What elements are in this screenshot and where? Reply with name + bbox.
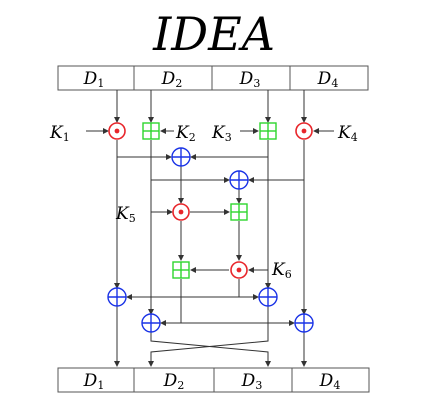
xor-icon	[171, 147, 191, 167]
wires	[86, 90, 334, 367]
output-label-2: D2	[163, 371, 185, 392]
output-label-3: D3	[241, 371, 263, 392]
input-cell-2	[133, 65, 213, 91]
xor-icon	[258, 287, 278, 307]
input-label-1: D1	[83, 69, 105, 90]
add-mod-icon	[172, 261, 190, 279]
multiply-icon	[172, 203, 190, 221]
xor-icon	[229, 170, 249, 190]
wire-swap-a	[150, 332, 271, 367]
output-cell-4	[291, 367, 370, 393]
key-label-k6: K6	[271, 260, 292, 281]
key-labels: K1 K2 K3 K4 K5 K6	[49, 123, 358, 281]
wire-swap-b	[148, 306, 269, 367]
input-label-3: D3	[239, 69, 261, 90]
xor-icon	[294, 313, 314, 333]
multiply-icon	[108, 122, 126, 140]
output-label-4: D4	[319, 371, 341, 392]
input-blocks: D1 D2 D3 D4	[57, 65, 369, 91]
add-mod-icon	[142, 122, 160, 140]
add-mod-icon	[259, 122, 277, 140]
output-blocks: D1 D2 D3 D4	[57, 367, 370, 393]
key-label-k2: K2	[175, 123, 196, 144]
key-label-k4: K4	[337, 123, 358, 144]
input-cell-4	[289, 65, 369, 91]
output-label-1: D1	[83, 371, 105, 392]
input-label-2: D2	[161, 69, 183, 90]
input-cell-3	[211, 65, 291, 91]
add-mod-icon	[230, 203, 248, 221]
multiply-icon	[230, 261, 248, 279]
input-label-4: D4	[317, 69, 339, 90]
key-label-k5: K5	[115, 204, 136, 225]
diagram-title: IDEA	[152, 7, 275, 61]
key-label-k3: K3	[211, 123, 232, 144]
key-label-k1: K1	[49, 123, 70, 144]
xor-icon	[107, 287, 127, 307]
operations	[107, 122, 314, 333]
multiply-icon	[295, 122, 313, 140]
output-cell-2	[133, 367, 215, 393]
xor-icon	[141, 313, 161, 333]
input-cell-1	[57, 65, 135, 91]
output-cell-3	[213, 367, 293, 393]
